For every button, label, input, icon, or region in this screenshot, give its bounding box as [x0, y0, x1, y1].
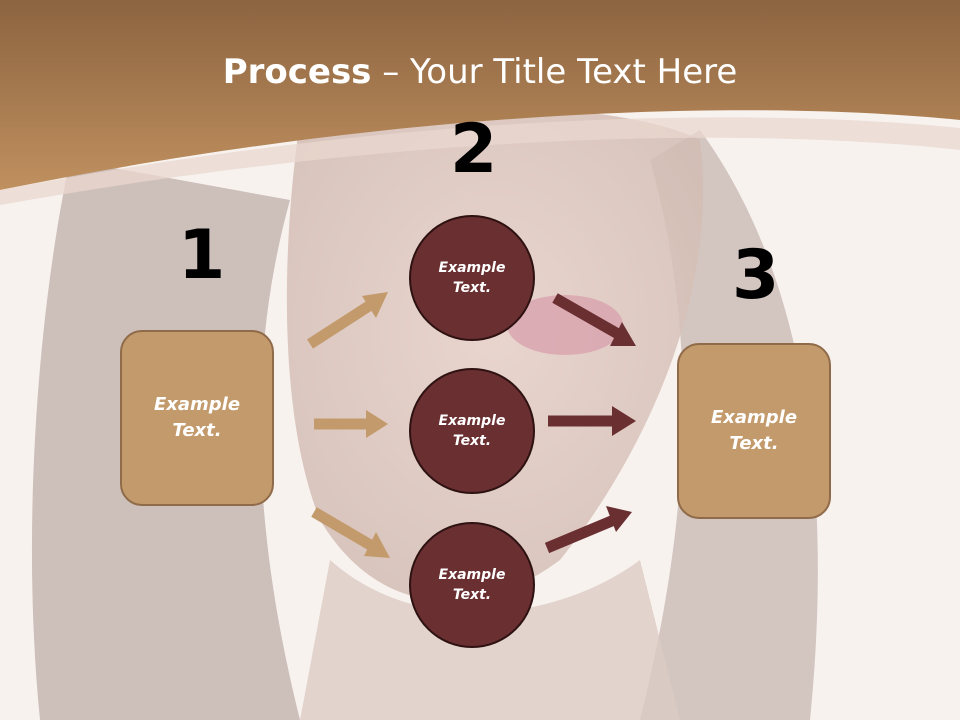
arrow-1-to-middle — [314, 410, 388, 438]
step-2-circle-1: Example Text. — [409, 215, 535, 341]
step-2-circle-3: Example Text. — [409, 522, 535, 648]
step-2-circle-2: Example Text. — [409, 368, 535, 494]
title-rest: – Your Title Text Here — [371, 52, 738, 92]
arrow-1-to-top — [307, 292, 388, 349]
step-number-1: 1 — [178, 216, 226, 295]
step-3-box: Example Text. — [677, 343, 831, 519]
step-2-item-3-label: Example Text. — [438, 566, 506, 603]
slide-title: Process – Your Title Text Here — [0, 52, 960, 92]
arrow-middle-to-3 — [548, 406, 636, 436]
step-1-box: Example Text. — [120, 330, 274, 506]
arrow-1-to-bottom — [311, 507, 390, 558]
step-number-3: 3 — [732, 236, 780, 315]
arrow-bottom-to-3 — [544, 506, 632, 554]
step-2-item-1-label: Example Text. — [438, 259, 506, 296]
step-number-2: 2 — [450, 110, 498, 189]
step-1-label: Example Text. — [153, 393, 241, 441]
step-2-item-2-label: Example Text. — [438, 412, 506, 449]
title-bold: Process — [222, 52, 372, 92]
step-3-label: Example Text. — [710, 406, 798, 454]
arrow-top-to-3 — [552, 293, 636, 346]
